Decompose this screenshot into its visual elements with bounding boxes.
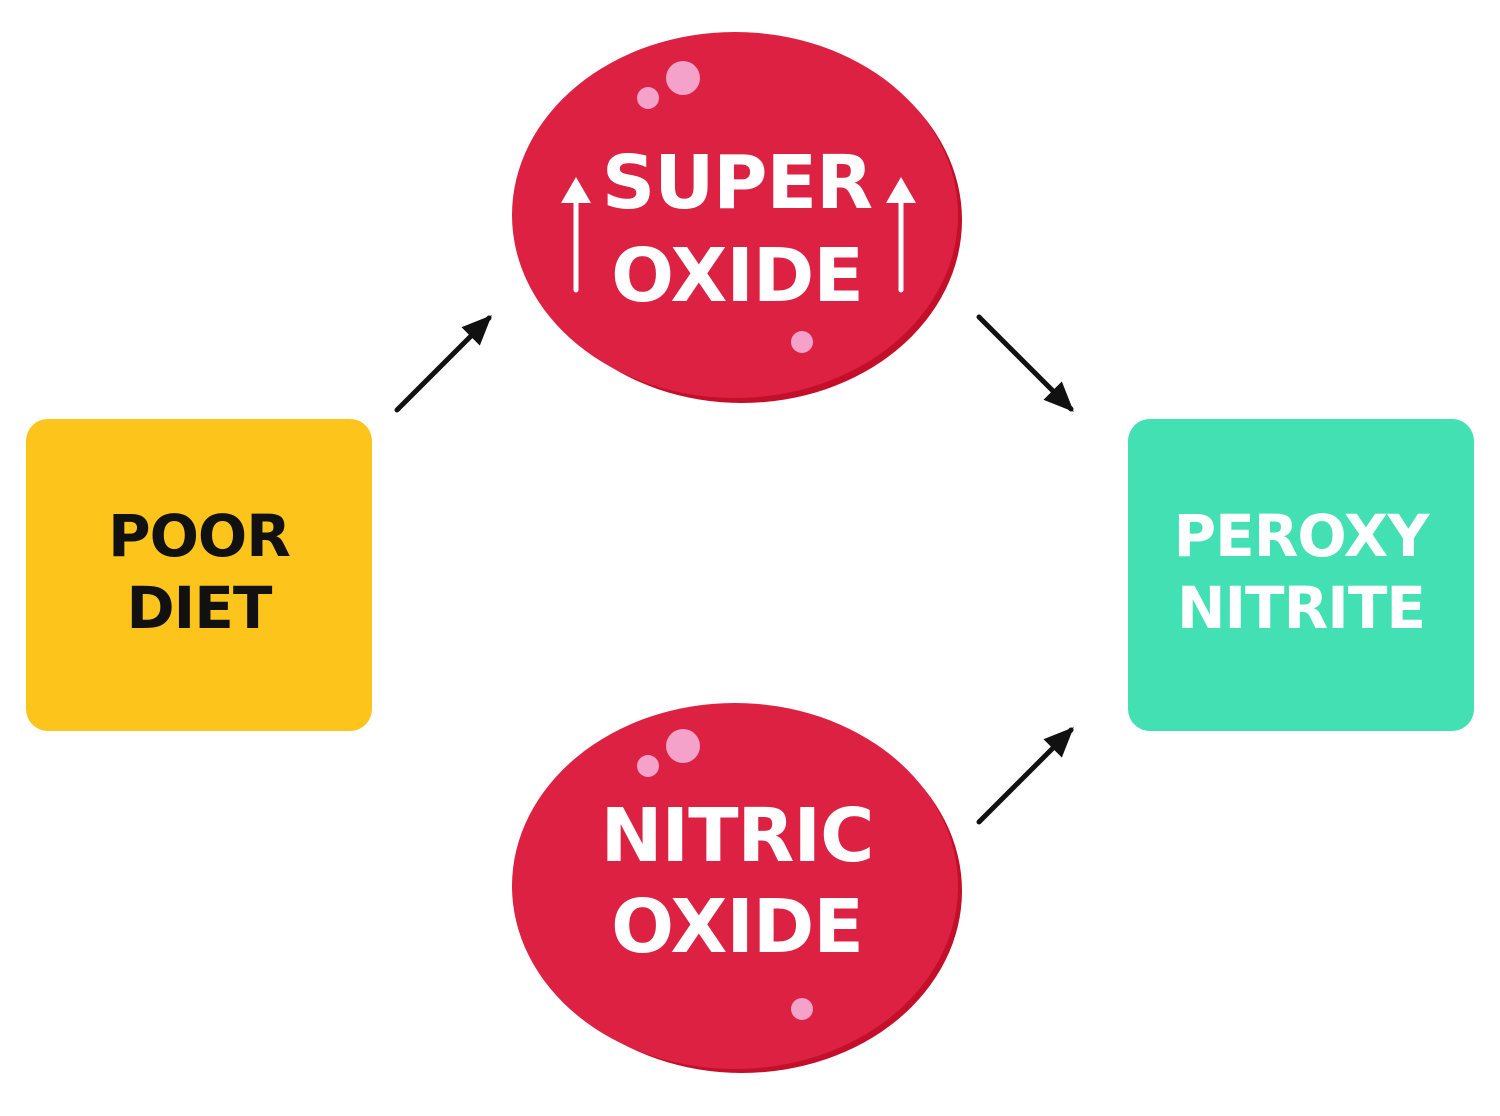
peroxy-nitrite-label-line1: PEROXY xyxy=(1174,502,1431,570)
peroxy-nitrite-label-line2: NITRITE xyxy=(1177,574,1425,642)
arrow-super-oxide-to-peroxy-nitrite xyxy=(976,314,1074,412)
poor-diet-box xyxy=(26,419,372,731)
nitric-oxide-circle xyxy=(512,703,958,1069)
super-oxide-label-line2: OXIDE xyxy=(611,233,863,319)
arrow-poor-diet-to-super-oxide xyxy=(394,315,492,413)
bubble-icon xyxy=(666,61,700,95)
node-peroxy-nitrite: PEROXY NITRITE xyxy=(1128,419,1474,731)
node-nitric-oxide: NITRIC OXIDE xyxy=(512,703,962,1073)
bubble-icon xyxy=(791,331,813,353)
bubble-icon xyxy=(637,87,659,109)
arrow-nitric-oxide-to-peroxy-nitrite xyxy=(976,727,1074,825)
nitric-oxide-label-line1: NITRIC xyxy=(601,793,874,879)
super-oxide-circle xyxy=(512,32,958,398)
bubble-icon xyxy=(637,755,659,777)
super-oxide-label-line1: SUPER xyxy=(602,140,872,226)
peroxy-nitrite-box xyxy=(1128,419,1474,731)
increase-arrow-icon xyxy=(561,177,591,293)
bubble-icon xyxy=(666,729,700,763)
node-super-oxide: SUPER OXIDE xyxy=(512,32,962,403)
nitric-oxide-label-line2: OXIDE xyxy=(611,884,863,970)
poor-diet-label-line2: DIET xyxy=(127,574,273,642)
increase-arrow-icon xyxy=(886,177,916,293)
poor-diet-label-line1: POOR xyxy=(108,502,290,570)
node-poor-diet: POOR DIET xyxy=(26,419,372,731)
bubble-icon xyxy=(791,998,813,1020)
